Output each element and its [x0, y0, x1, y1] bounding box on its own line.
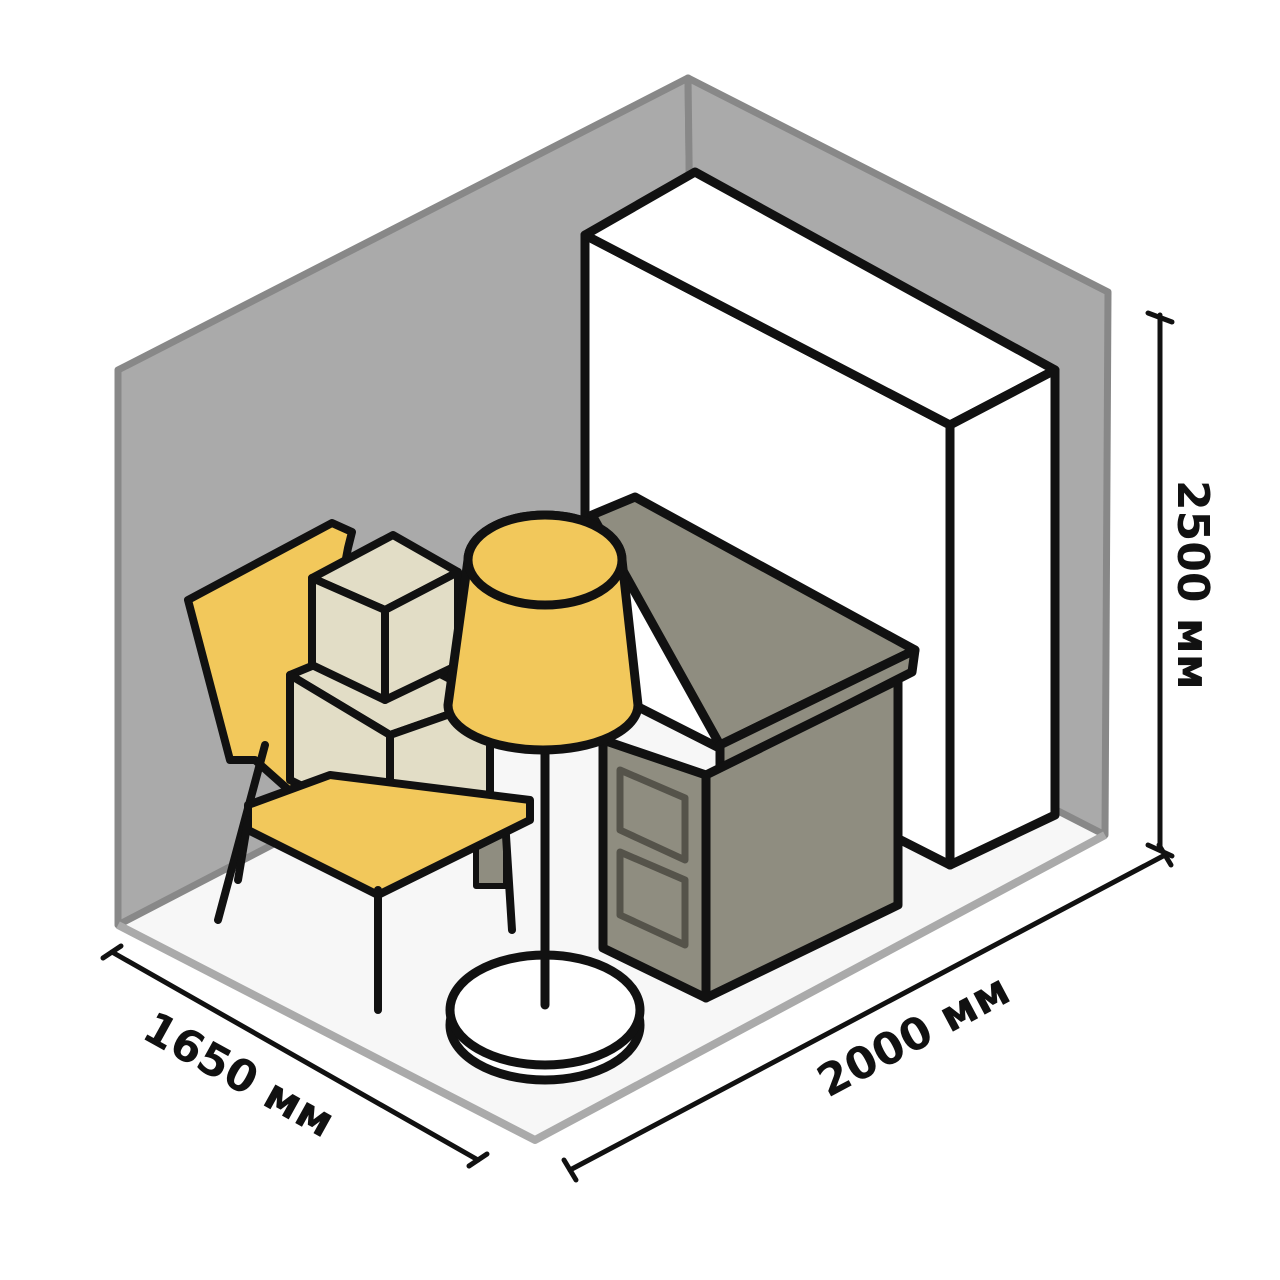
- chair-front-group: [234, 771, 534, 1014]
- height-tick-bottom: [1145, 842, 1175, 859]
- desk-drawer-upper: [616, 766, 689, 864]
- chair-leg-front-left: [234, 816, 252, 884]
- height-tick-top: [1145, 310, 1175, 325]
- lamp-shade-top: [463, 510, 627, 610]
- width-dimension-line: [567, 852, 1168, 1173]
- wardrobe-side: [945, 365, 1060, 870]
- chair-leg-back-left: [214, 741, 269, 924]
- depth-dimension-line: [109, 949, 481, 1163]
- floor-lamp: [443, 510, 645, 1085]
- chair-leg-back-right: [501, 816, 516, 934]
- desk: [473, 492, 920, 1003]
- dimension-lines: [100, 310, 1175, 1183]
- depth-tick-end: [466, 1151, 490, 1169]
- desk-pedestal-front: [701, 675, 903, 1003]
- width-tick-start: [561, 1157, 579, 1183]
- height-label: 2500 мм: [1167, 480, 1218, 690]
- depth-tick-start: [100, 943, 124, 961]
- floor-edge: [116, 831, 1107, 1144]
- desk-drawer-lower: [616, 848, 689, 949]
